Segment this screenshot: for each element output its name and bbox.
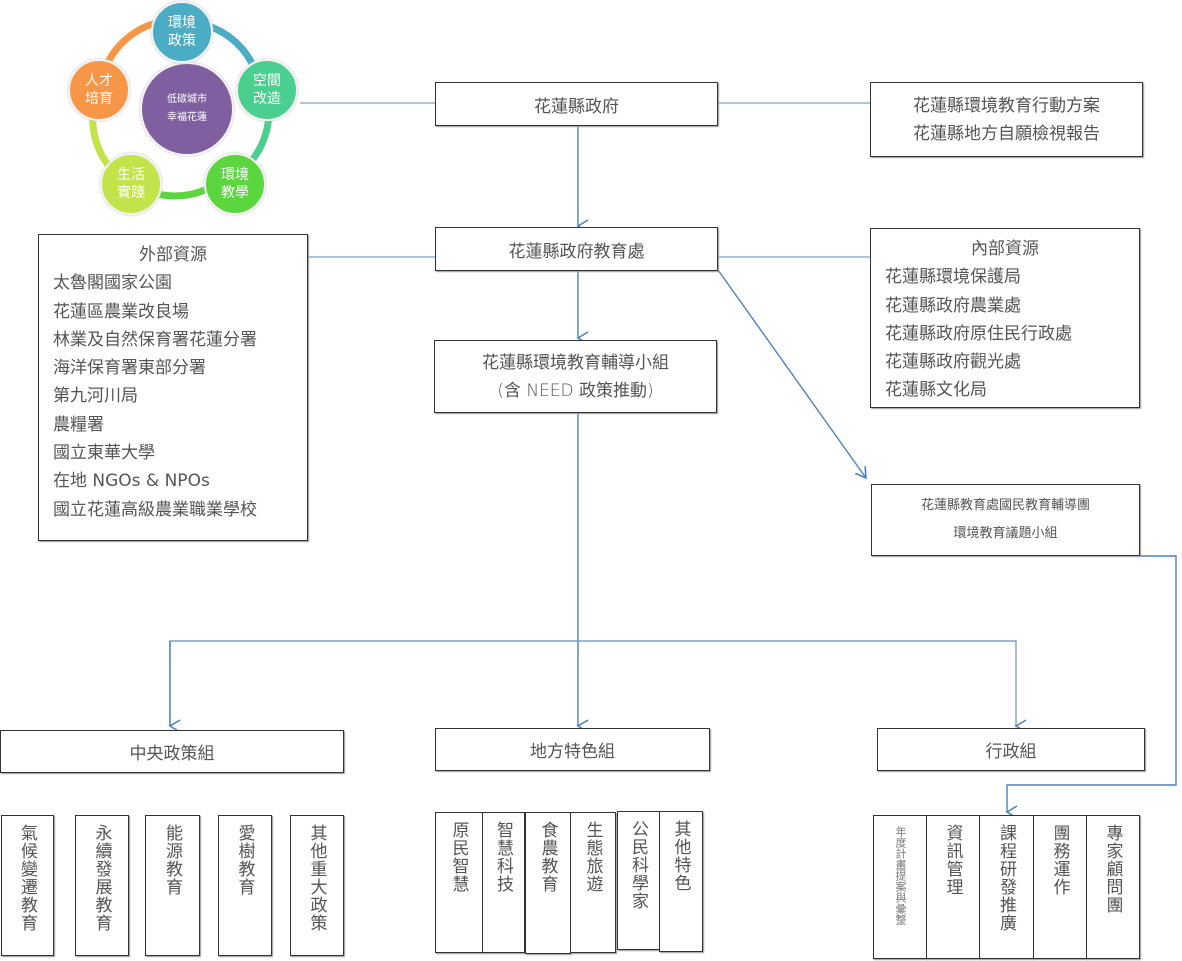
node-text: 環境 [221, 167, 249, 183]
admin-item-label: 專家顧問團 [1102, 824, 1123, 914]
arrow-counseling-to-admin [1005, 555, 1177, 819]
cycle-node-env-teaching: 環境教學 [204, 153, 266, 215]
internal-resource-item: 花蓮縣政府農業處 [885, 295, 1021, 316]
external-resource-item: 在地 NGOs & NPOs [53, 471, 210, 492]
local-item: 智慧科技 [482, 812, 525, 953]
node-text: 環境 [168, 15, 196, 31]
node-text: 培育 [85, 91, 113, 107]
internal-resource-item: 花蓮縣文化局 [885, 380, 987, 401]
guidance-group-sublabel: (含 NEED 政策推動) [497, 380, 654, 401]
internal-resources-title: 內部資源 [971, 239, 1039, 259]
admin-item: 課程研發推廣 [979, 815, 1034, 959]
central-item-label: 其他重大政策 [306, 824, 327, 932]
external-resource-item: 太魯閣國家公園 [53, 273, 172, 294]
node-text: 生活 [117, 167, 145, 183]
admin-item-label: 團務運作 [1049, 824, 1070, 896]
internal-resource-item: 花蓮縣環境保護局 [885, 267, 1021, 288]
node-text: 政策 [168, 33, 196, 49]
cycle-node-talent: 人才培育 [68, 59, 130, 121]
external-resource-item: 海洋保育署東部分署 [53, 358, 206, 379]
central-item-label: 永續發展教育 [91, 824, 112, 932]
guidance-group-label: 花蓮縣環境教育輔導小組 [482, 352, 669, 373]
node-text: 教學 [221, 185, 249, 201]
node-text: 改造 [253, 91, 281, 107]
admin-item-label: 資訊管理 [942, 824, 963, 896]
admin-group-box: 行政組 [877, 728, 1145, 771]
central-policy-group-box: 中央政策組 [0, 730, 344, 773]
education-dept-box: 花蓮縣政府教育處 [435, 227, 718, 271]
admin-item-label: 課程研發推廣 [996, 824, 1016, 932]
central-item-label: 愛樹教育 [234, 824, 255, 896]
cycle-node-space-reform: 空間改造 [236, 59, 298, 121]
central-item: 能源教育 [145, 815, 200, 956]
central-item-label: 氣候變遷教育 [17, 824, 37, 932]
local-item: 公民科學家 [617, 811, 660, 950]
central-policy-group-title: 中央政策組 [129, 744, 215, 764]
counseling-team-box: 花蓮縣教育處國民教育輔導團 環境教育議題小組 [871, 484, 1140, 556]
guidance-group-box: 花蓮縣環境教育輔導小組 (含 NEED 政策推動) [434, 340, 717, 413]
counseling-team-label: 花蓮縣教育處國民教育輔導團 [920, 498, 1090, 513]
local-feature-group-title: 地方特色組 [530, 742, 615, 762]
local-item: 生態旅遊 [570, 812, 616, 953]
external-resources-box: 外部資源 太魯閣國家公園 花蓮區農業改良場 林業及自然保育署花蓮分署 海洋保育署… [38, 234, 308, 541]
local-item: 其他特色 [659, 811, 703, 952]
central-item: 其他重大政策 [290, 815, 344, 956]
admin-item: 年度計畫提案與彙整 [873, 815, 927, 959]
internal-resources-box: 內部資源 花蓮縣環境保護局 花蓮縣政府農業處 花蓮縣政府原住民行政處 花蓮縣政府… [870, 228, 1140, 408]
admin-item: 專家顧問團 [1086, 815, 1140, 959]
node-text: 人才 [85, 73, 113, 89]
cycle-center-line1: 低碳城市 [167, 94, 207, 105]
external-resource-item: 花蓮區農業改良場 [53, 301, 189, 322]
external-resource-item: 國立花蓮高級農業職業學校 [53, 499, 257, 520]
external-resource-item: 國立東華大學 [53, 443, 155, 464]
central-item: 愛樹教育 [218, 815, 272, 956]
internal-resource-item: 花蓮縣政府原住民行政處 [885, 323, 1072, 344]
cycle-node-life-practice: 生活實踐 [100, 153, 162, 215]
external-resource-item: 農糧署 [53, 414, 104, 435]
local-feature-group-box: 地方特色組 [435, 728, 710, 771]
node-text: 空間 [253, 73, 281, 89]
external-resource-item: 第九河川局 [53, 386, 138, 407]
admin-group-title: 行政組 [985, 742, 1037, 762]
local-item: 原民智慧 [435, 812, 483, 953]
internal-resource-item: 花蓮縣政府觀光處 [885, 352, 1021, 373]
counseling-team-sublabel: 環境教育議題小組 [953, 526, 1058, 541]
plan-item: 花蓮縣地方自願檢視報告 [913, 123, 1100, 144]
local-item-label: 食農教育 [537, 821, 558, 893]
plan-item: 花蓮縣環境教育行動方案 [913, 95, 1100, 116]
local-item-label: 公民科學家 [628, 820, 648, 910]
education-dept-label: 花蓮縣政府教育處 [508, 241, 645, 262]
admin-item: 資訊管理 [926, 815, 980, 959]
cycle-node-env-policy: 環境政策 [151, 1, 213, 63]
local-item-label: 原民智慧 [448, 821, 469, 893]
external-resources-title: 外部資源 [139, 245, 207, 265]
local-item-label: 生態旅遊 [582, 821, 603, 893]
central-item: 氣候變遷教育 [1, 815, 54, 956]
county-government-box: 花蓮縣政府 [435, 82, 718, 126]
cycle-center: 低碳城市幸福花蓮 [140, 62, 234, 156]
external-resource-item: 林業及自然保育署花蓮分署 [53, 329, 257, 350]
node-text: 實踐 [117, 185, 145, 201]
local-item-label: 智慧科技 [493, 821, 513, 893]
branch-line [169, 640, 1027, 733]
central-item-label: 能源教育 [162, 824, 182, 896]
plans-box: 花蓮縣環境教育行動方案 花蓮縣地方自願檢視報告 [870, 82, 1143, 157]
local-item: 食農教育 [525, 812, 571, 954]
central-item: 永續發展教育 [75, 815, 129, 956]
arrow-edu-to-counseling [717, 269, 867, 480]
local-item-label: 其他特色 [670, 820, 691, 892]
cycle-center-line2: 幸福花蓮 [167, 112, 207, 123]
admin-item: 團務運作 [1033, 815, 1087, 959]
county-government-label: 花蓮縣政府 [534, 96, 619, 117]
admin-item-label: 年度計畫提案與彙整 [894, 826, 907, 925]
